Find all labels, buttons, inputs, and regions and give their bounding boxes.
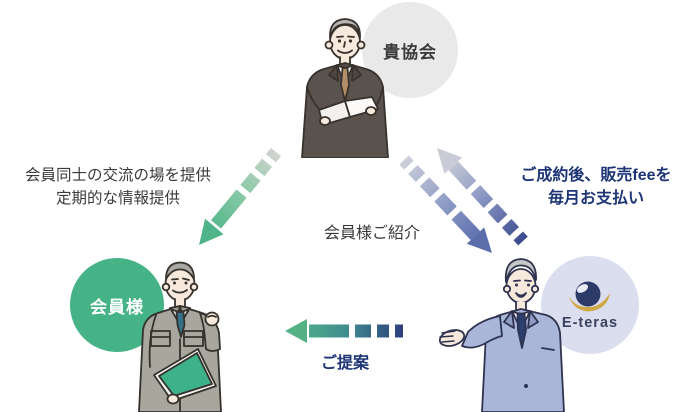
label-fee-line2: 毎月お支払い <box>547 190 644 207</box>
label-benefits-line2: 定期的な情報提供 <box>55 190 180 207</box>
eteras-wordmark: E-teras <box>561 314 619 331</box>
member-label: 会員様 <box>90 297 144 317</box>
association-label: 貴協会 <box>383 42 437 62</box>
label-referral-text: 会員様ご紹介 <box>324 225 421 242</box>
member-person-illustration <box>138 261 222 412</box>
label-fee-line1: ご成約後、販売feeを <box>520 167 672 184</box>
eteras-logo-icon <box>569 281 610 311</box>
label-benefits-line1: 会員同士の交流の場を提供 <box>24 167 211 184</box>
association-person-illustration <box>301 18 389 158</box>
label-eteras-to-member: ご提案 <box>306 349 384 373</box>
arrow-eteras-to-member <box>285 319 403 343</box>
member-circle: 会員様 <box>70 258 164 352</box>
label-proposal-text: ご提案 <box>320 355 369 372</box>
label-association-to-eteras: 会員様ご紹介 <box>324 219 444 243</box>
label-association-to-member: 会員同士の交流の場を提供 定期的な情報提供 <box>2 164 234 210</box>
eteras-person-illustration <box>438 258 565 412</box>
label-eteras-to-association: ご成約後、販売feeを 毎月お支払い <box>498 164 694 210</box>
